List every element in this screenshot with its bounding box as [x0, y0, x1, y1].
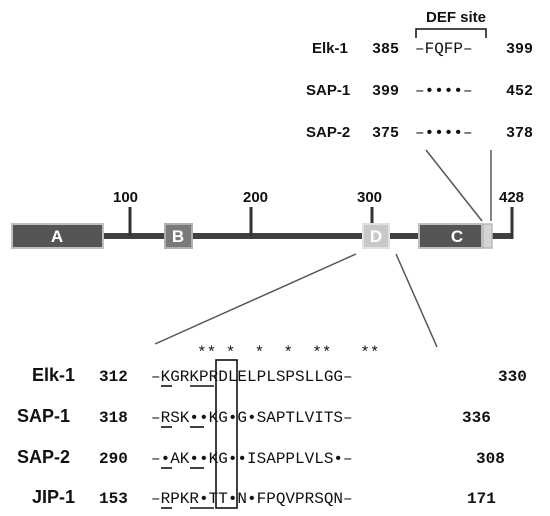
- def-end: 378: [506, 125, 533, 142]
- align-protein-label: JIP-1: [32, 487, 75, 507]
- align-row-sap2: SAP-2 290 –•AK••KG••ISAPPLVLS•– 308: [17, 447, 505, 468]
- align-row-jip1: JIP-1 153 –RPKR•TT•N•FPQVPRSQN– 171: [32, 487, 496, 508]
- align-protein-label: SAP-1: [17, 406, 70, 426]
- d-connector-left: [154, 253, 357, 345]
- def-row-sap1: SAP-1 399 –••••– 452: [306, 82, 533, 100]
- def-protein-label: SAP-1: [306, 82, 350, 99]
- domain-c-box: [418, 223, 483, 249]
- def-protein-label: Elk-1: [312, 40, 348, 57]
- def-protein-label: SAP-2: [306, 124, 350, 141]
- domain-b: B: [164, 223, 193, 249]
- def-row-sap2: SAP-2 375 –••••– 378: [306, 124, 533, 142]
- protein-map: 100 200 300 428 A B D C: [11, 189, 524, 249]
- def-start: 385: [372, 41, 399, 58]
- domain-a: A: [11, 223, 104, 249]
- align-start: 318: [99, 409, 128, 427]
- domain-a-label: A: [51, 227, 63, 246]
- align-end: 308: [476, 450, 505, 468]
- basic-residue-underlines: [161, 385, 214, 509]
- align-start: 312: [99, 368, 128, 386]
- def-seq: –••••–: [415, 82, 473, 100]
- d-connector-right: [395, 253, 438, 348]
- align-end: 336: [462, 409, 491, 427]
- align-seq: –RSK••KG•G•SAPTLVITS–: [151, 409, 353, 427]
- align-seq: –•AK••KG••ISAPPLVLS•–: [151, 450, 353, 468]
- align-row-elk1: Elk-1 312 –KGRKPRDLELPLSPSLLGG– 330: [32, 365, 527, 386]
- def-site-marker: [482, 223, 493, 249]
- tick-label: 428: [499, 189, 524, 206]
- def-seq: –FQFP–: [415, 40, 473, 58]
- align-end: 171: [467, 490, 496, 508]
- align-protein-label: SAP-2: [17, 447, 70, 467]
- align-start: 290: [99, 450, 128, 468]
- align-protein-label: Elk-1: [32, 365, 75, 385]
- def-site-bracket: [415, 28, 487, 38]
- tick-label: 300: [357, 189, 382, 206]
- def-row-elk1: Elk-1 385 –FQFP– 399: [312, 40, 533, 58]
- def-connector-left: [425, 149, 483, 222]
- def-site-title: DEF site: [426, 9, 486, 26]
- def-start: 375: [372, 125, 399, 142]
- domain-d-label: D: [370, 227, 382, 246]
- def-start: 399: [372, 83, 399, 100]
- def-end: 452: [506, 83, 533, 100]
- align-row-sap1: SAP-1 318 –RSK••KG•G•SAPTLVITS– 336: [17, 406, 491, 427]
- align-seq: –RPKR•TT•N•FPQVPRSQN–: [151, 490, 353, 508]
- tick-label: 200: [243, 189, 268, 206]
- align-seq: –KGRKPRDLELPLSPSLLGG–: [151, 368, 353, 386]
- def-seq: –••••–: [415, 124, 473, 142]
- domain-c-label: C: [451, 227, 463, 246]
- highlight-column-box: [215, 359, 238, 509]
- domain-a-box: [11, 223, 104, 249]
- domain-c: C: [418, 223, 483, 249]
- domain-d-box: [362, 223, 390, 249]
- domain-b-box: [164, 223, 193, 249]
- domain-b-label: B: [172, 227, 184, 246]
- align-start: 153: [99, 490, 128, 508]
- tick-label: 100: [113, 189, 138, 206]
- align-end: 330: [498, 368, 527, 386]
- domain-d: D: [362, 223, 390, 249]
- conservation-stars: ** * * * ** **: [197, 344, 379, 362]
- def-end: 399: [506, 41, 533, 58]
